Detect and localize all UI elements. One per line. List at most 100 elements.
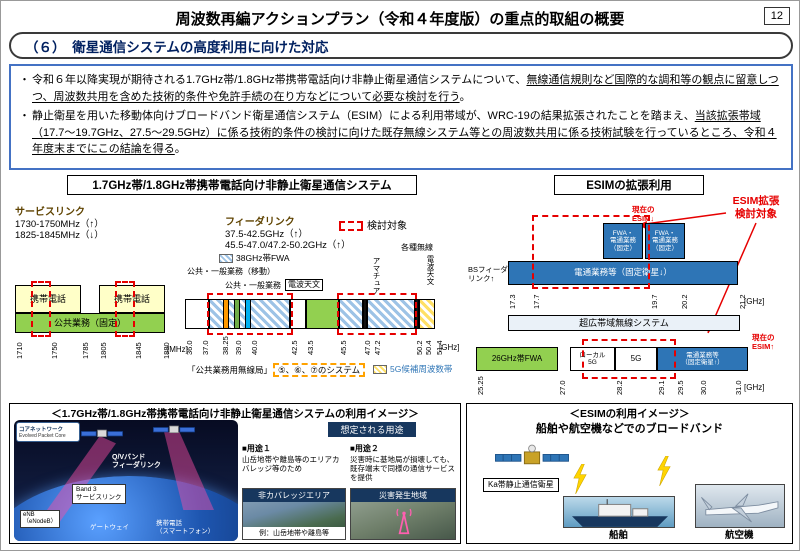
ship-photo [563, 496, 675, 528]
core-network-box: コアネットワーク Evolved Packet Core [16, 422, 80, 442]
freq-tick: 17.7 [532, 294, 541, 309]
esim-expansion-box [532, 215, 650, 289]
current-esim-down-label: 現在の ESIM↓ [632, 205, 655, 223]
current-esim-up-label: 現在の ESIM↑ [752, 333, 775, 351]
lightning-icon [657, 456, 671, 486]
text-segment: 。 [174, 143, 186, 155]
feeder-link-up2: 45.5-47.0/47.2-50.2GHz（↑） [225, 240, 351, 252]
freq-tick: 39.0 [234, 340, 243, 355]
usage-panel-right: ＜ESIMの利用イメージ＞ 船舶や航空機などでのブロードバンド Ka帯静止通信衛… [466, 403, 793, 544]
panel-title: 1.7GHz帯/1.8GHz帯携帯電話向け非静止衛星通信システム [67, 175, 417, 195]
nonstationary-system-panel: 1.7GHz帯/1.8GHz帯携帯電話向け非静止衛星通信システム 検討対象 サー… [9, 173, 461, 401]
bullet-marker: ・ [19, 110, 30, 122]
bullet-marker: ・ [19, 74, 30, 86]
band3-service-label: Band 3 サービスリンク [72, 484, 126, 504]
ship-label: 船舶 [609, 530, 629, 541]
freq-tick: 29.5 [676, 380, 685, 395]
usage-panel-left: ＜1.7GHz帯/1.8GHz帯携帯電話向け非静止衛星通信システムの利用イメージ… [9, 403, 461, 544]
segment-feeder-47-50 [367, 299, 415, 329]
section-title: （６） 衛星通信システムの高度利用に向けた対応 [25, 39, 329, 55]
usage-title: ＜ESIMの利用イメージ＞ [569, 408, 690, 420]
freq-tick: 43.5 [306, 340, 315, 355]
feeder-link-info: フィーダリンク 37.5-42.5GHz（↑） 45.5-47.0/47.2-5… [225, 217, 351, 252]
broken-antenna-icon [396, 508, 412, 535]
band-mobile-1: 携帯電話 [15, 285, 81, 313]
freq-tick: 47.0 [363, 340, 372, 355]
label-various-radio: 各種無線 [401, 243, 433, 252]
study-target-box [31, 281, 51, 337]
legend-kentou: 検討対象 [339, 221, 407, 233]
freq-tick: 30.0 [699, 380, 708, 395]
feeder-link-up1: 37.5-42.5GHz（↑） [225, 229, 308, 240]
mhz-chart: 携帯電話 携帯電話 公共業務（固定） 1710 1750 1785 1805 1… [15, 281, 188, 397]
space-graphic: コアネットワーク Evolved Packet Core Q/Vバンド フィーダ… [14, 420, 238, 541]
freq-tick: 25.25 [476, 376, 485, 395]
label-38ghz-fwa: 38GHz帯FWA [219, 253, 290, 264]
enb-label: eNB （eNodeB） [20, 510, 60, 529]
use2-heading: ■用途２ [350, 444, 379, 453]
page-title: 周波数再編アクションプラン（令和４年度版）の重点的取組の概要 [175, 11, 625, 28]
segment-empty [185, 299, 209, 329]
label-amateur: アマチュア [372, 257, 381, 295]
text-segment: 。 [459, 90, 471, 103]
yellow-hatch-swatch [373, 365, 387, 375]
segment-strip-cyan [245, 299, 251, 329]
core-network-label: コアネットワーク [19, 427, 64, 433]
aircraft-photo [695, 484, 785, 528]
use1-text: 山岳地帯や離島等のエリアカバレッジ等のため [242, 455, 340, 473]
uwb-system-band: 超広帯域無線システム [508, 315, 740, 331]
band-fwa-fixed-2: FWA・ 電通業務 （固定） [645, 223, 685, 259]
band-mobile-2: 携帯電話 [99, 285, 165, 313]
page-number: 12 [763, 7, 790, 25]
esim-expansion-label: ESIM拡張 検討対象 [732, 195, 780, 220]
freq-tick: 31.0 [734, 380, 743, 395]
freq-tick: 1845 [134, 342, 143, 359]
band-26ghz-fwa: 26GHz帯FWA [476, 347, 558, 371]
disaster-photo: 災害発生地域 [350, 488, 456, 540]
feeder-link-name: フィーダリンク [225, 217, 295, 228]
uses-title: 想定される用途 [328, 422, 416, 437]
label-radio-astronomy-2: 電波天文 [426, 255, 435, 285]
ship-icon [572, 499, 668, 527]
freq-tick: 37.0 [201, 340, 210, 355]
smartphone-label: 携帯電話 （スマートフォン） [156, 520, 215, 535]
esim-bottom-chart: 26GHz帯FWA ローカル 5G 5G 電通業務等 （固定衛星↑） 現在の E… [476, 333, 794, 399]
bs-feeder-label: BSフィーダ リンク↑ [468, 265, 508, 283]
freq-tick: 28.2 [615, 380, 624, 395]
service-link-up: 1730-1750MHz（↑） [15, 219, 104, 230]
band-local-5g: ローカル 5G [570, 347, 615, 371]
satellite-icon [153, 425, 195, 434]
freq-tick: 20.2 [680, 294, 689, 309]
study-target-box [207, 293, 293, 335]
service-link-down: 1825-1845MHz（↓） [15, 230, 104, 242]
service-link-name: サービスリンク [15, 207, 85, 218]
freq-tick: 40.0 [250, 340, 259, 355]
gateway-label: ゲートウェイ [90, 524, 129, 531]
epc-label: Evolved Packet Core [19, 433, 66, 439]
segment-strip-orange [223, 299, 229, 329]
text-segment: 令和６年以降実現が期待される1.7GHz帯/1.8GHz帯携帯電話向け非静止衛星… [32, 74, 527, 86]
bullet-text: 静止衛星を用いた移動体向けブロードバンド衛星通信システム（ESIM）による利用帯… [32, 108, 783, 158]
no-coverage-photo: 非カバレッジエリア 例：山岳地帯や離島等 [242, 488, 346, 540]
segment-feeder-45-47 [339, 299, 363, 329]
use2-text: 災害時に基地局が損壊しても、既存端末で同様の通信サービスを提供 [350, 455, 455, 482]
text-segment-underlined: 当該拡張帯域（17.7～19.7GHz、27.5～29.5GHz）に係る技術的条… [32, 110, 777, 155]
text-segment: 静止衛星を用いた移動体向けブロードバンド衛星通信システム（ESIM）による利用帯… [32, 110, 695, 122]
lightning-icon [573, 464, 587, 494]
study-target-box [115, 281, 135, 337]
bullet-text: 令和６年以降実現が期待される1.7GHz帯/1.8GHz帯携帯電話向け非静止衛星… [32, 72, 783, 105]
esim-top-chart: 現在の ESIM↓ FWA・ 電通業務 （固定） FWA・ 電通業務 （固定） … [508, 205, 792, 313]
freq-tick: 19.7 [650, 294, 659, 309]
note-public-radio: 「公共業務用無線局」 [187, 365, 273, 375]
freq-tick: 38.25 [221, 336, 230, 355]
summary-bullet-2: ・ 静止衛星を用いた移動体向けブロードバンド衛星通信システム（ESIM）による利… [19, 108, 783, 158]
no-coverage-caption: 例：山岳地帯や離島等 [243, 527, 345, 539]
freq-tick: 1805 [99, 342, 108, 359]
label-radio-astronomy-1: 電波天文 [285, 279, 323, 291]
blue-hatch-swatch [219, 254, 233, 264]
ka-satellite-label: Ka帯静止通信衛星 [483, 478, 559, 492]
note-5g-candidate: 5G候補周波数帯 [373, 364, 452, 375]
red-dashed-swatch [339, 221, 363, 232]
panel-title: ESIMの拡張利用 [554, 175, 704, 195]
unit-label: [GHz] [744, 297, 765, 306]
